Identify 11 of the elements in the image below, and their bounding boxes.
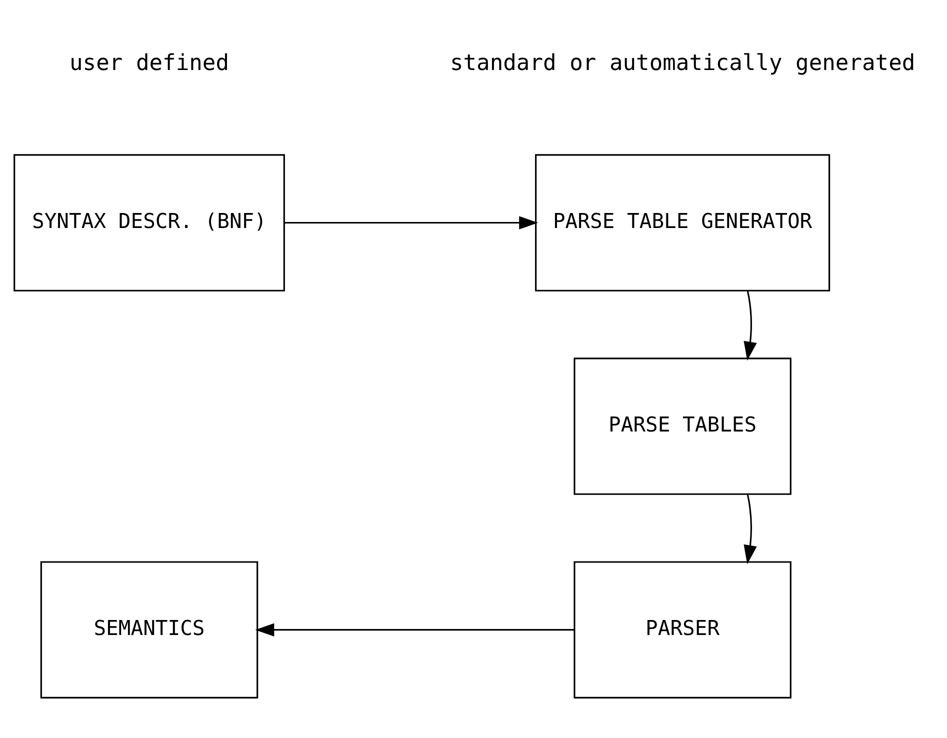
node-box: PARSER <box>574 560 792 698</box>
arrow <box>744 494 757 564</box>
arrow <box>284 216 538 229</box>
label: user defined <box>70 50 230 76</box>
arrow <box>255 622 574 636</box>
node-box: SYNTAX DESCR. (BNF) <box>14 154 285 291</box>
label: standard or automatically generated <box>450 50 916 76</box>
node-box: PARSE TABLE GENERATOR <box>535 154 830 291</box>
node-box: SEMANTICS <box>40 560 258 698</box>
arrow <box>744 290 757 360</box>
node-box: PARSE TABLES <box>574 357 792 494</box>
